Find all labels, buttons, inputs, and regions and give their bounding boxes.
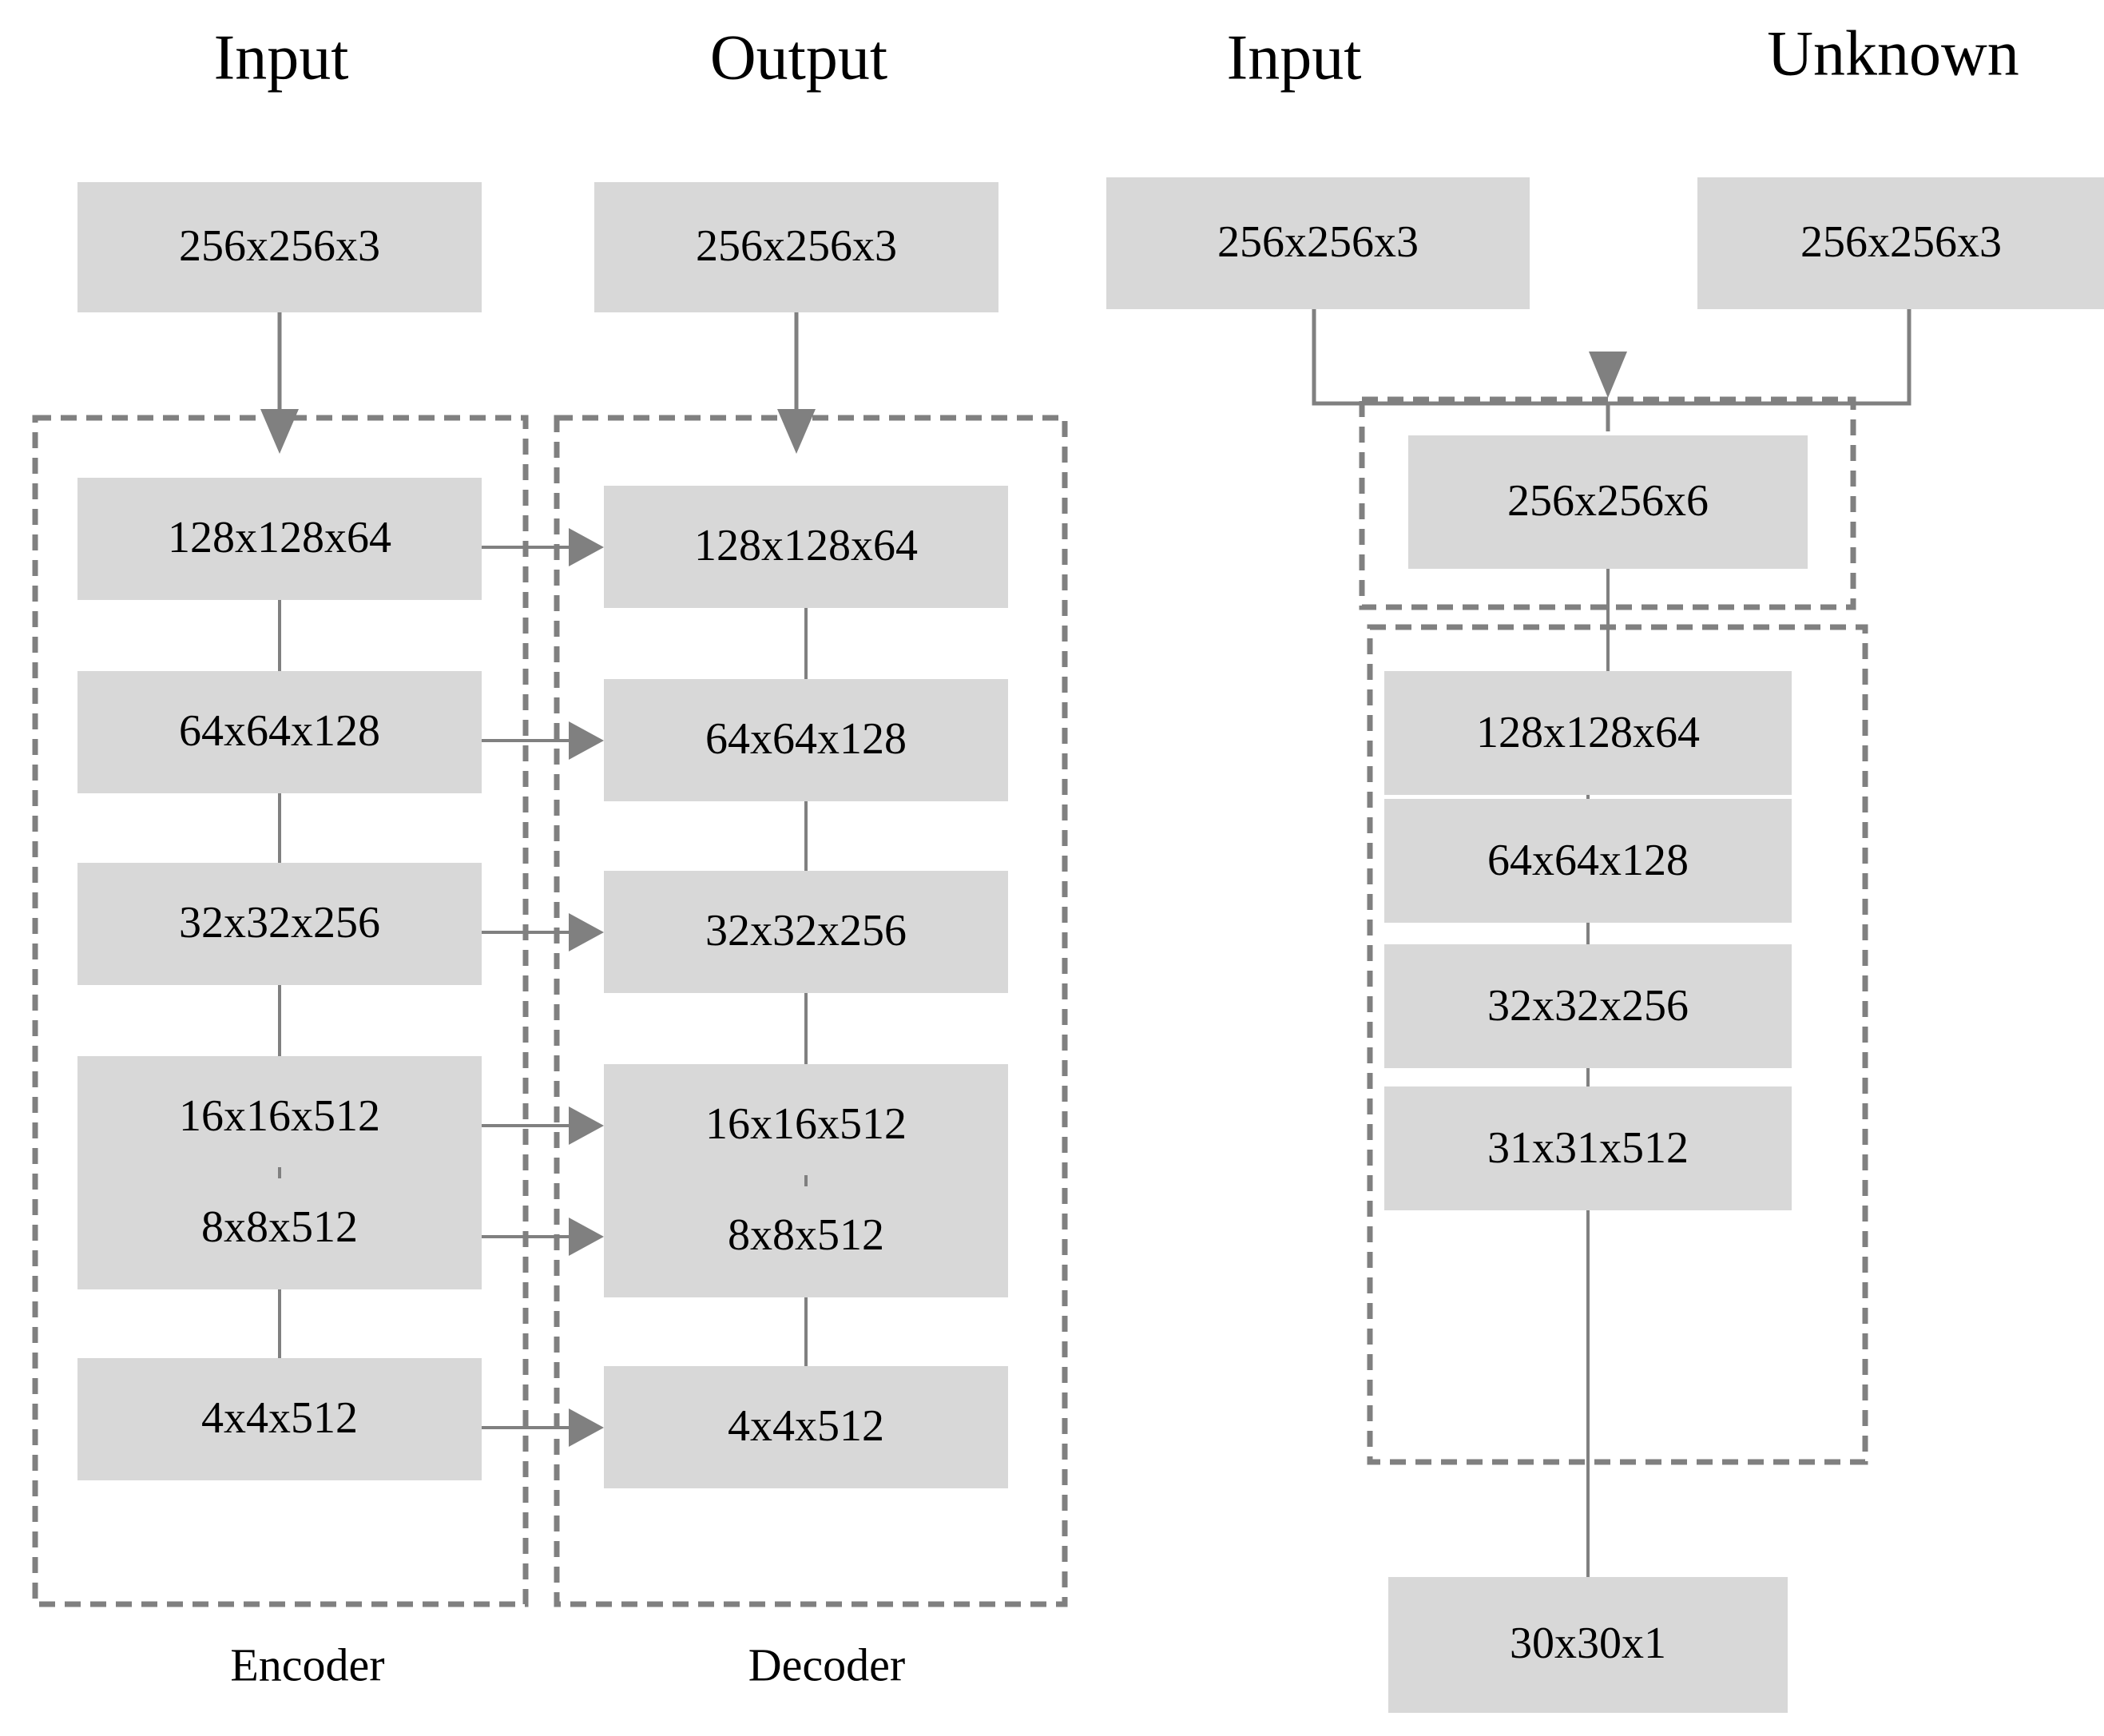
- decoder-column-title: Output: [710, 22, 887, 93]
- generator-input-box: 256x256x3: [77, 182, 482, 312]
- encoder-layer-3: 16x16x512: [77, 1056, 482, 1178]
- generator-output-box-label: 256x256x3: [696, 221, 897, 271]
- discriminator-unknown-title: Unknown: [1767, 18, 2019, 89]
- discriminator-layer-3-label: 31x31x512: [1487, 1123, 1689, 1173]
- encoder-layer-4: 8x8x512: [77, 1167, 482, 1289]
- generator-input-box-label: 256x256x3: [179, 221, 380, 271]
- decoder-layer-0: 128x128x64: [604, 486, 1008, 608]
- decoder-layer-3-label: 16x16x512: [705, 1099, 907, 1149]
- decoder-layer-1-label: 64x64x128: [705, 714, 907, 764]
- generator-output-box: 256x256x3: [594, 182, 998, 312]
- decoder-caption: Decoder: [748, 1639, 905, 1690]
- discriminator-layer-0: 128x128x64: [1384, 671, 1792, 795]
- discriminator-layer-1: 64x64x128: [1384, 799, 1792, 923]
- skip-connection-4: [482, 1218, 604, 1256]
- skip-connection-3: [482, 1106, 604, 1145]
- encoder-caption: Encoder: [230, 1639, 384, 1690]
- skip-connection-5: [482, 1408, 604, 1447]
- encoder-layer-5: 4x4x512: [77, 1358, 482, 1480]
- generator-output-arrow-head: [777, 409, 816, 454]
- skip-connection-1: [482, 721, 604, 760]
- discriminator-layer-2-label: 32x32x256: [1487, 981, 1689, 1031]
- discriminator-unknown-box: 256x256x3: [1697, 177, 2104, 309]
- decoder-layer-2-label: 32x32x256: [705, 906, 907, 955]
- discriminator-merge-arrow-head: [1589, 352, 1627, 398]
- discriminator-input-box: 256x256x3: [1106, 177, 1530, 309]
- generator-input-arrow-head: [260, 409, 299, 454]
- concat-group-frame: [1359, 396, 1856, 610]
- discriminator-concat-box-label: 256x256x6: [1507, 476, 1709, 526]
- discriminator-input-box-label: 256x256x3: [1217, 217, 1419, 267]
- decoder-layer-3: 16x16x512: [604, 1064, 1008, 1186]
- discriminator-output-box: 30x30x1: [1388, 1577, 1788, 1713]
- encoder-layer-0-label: 128x128x64: [168, 513, 391, 562]
- skip-connection-2: [482, 913, 604, 951]
- decoder-layer-2: 32x32x256: [604, 871, 1008, 993]
- encoder-layer-1: 64x64x128: [77, 671, 482, 793]
- encoder-layer-2: 32x32x256: [77, 863, 482, 985]
- discriminator-layer-0-label: 128x128x64: [1476, 708, 1700, 757]
- encoder-layer-2-label: 32x32x256: [179, 898, 380, 947]
- encoder-layer-3-label: 16x16x512: [179, 1091, 380, 1141]
- discriminator-unknown-box-label: 256x256x3: [1800, 217, 2002, 267]
- discriminator-layer-1-label: 64x64x128: [1487, 836, 1689, 885]
- encoder-layer-5-label: 4x4x512: [201, 1393, 358, 1443]
- discriminator-input-title: Input: [1227, 22, 1362, 93]
- decoder-layer-5-label: 4x4x512: [728, 1401, 884, 1451]
- discriminator-layer-3: 31x31x512: [1384, 1086, 1792, 1210]
- decoder-layer-4: 8x8x512: [604, 1175, 1008, 1297]
- decoder-group-frame: [554, 415, 1068, 1607]
- encoder-layer-0: 128x128x64: [77, 478, 482, 600]
- decoder-layer-5: 4x4x512: [604, 1366, 1008, 1488]
- skip-connection-0: [482, 528, 604, 566]
- encoder-layer-1-label: 64x64x128: [179, 706, 380, 756]
- decoder-layer-1: 64x64x128: [604, 679, 1008, 801]
- encoder-column-title: Input: [214, 22, 349, 93]
- discriminator-layer-2: 32x32x256: [1384, 944, 1792, 1068]
- discriminator-output-box-label: 30x30x1: [1510, 1619, 1666, 1668]
- discriminator-concat-box: 256x256x6: [1408, 435, 1808, 569]
- encoder-layer-4-label: 8x8x512: [201, 1202, 358, 1252]
- decoder-layer-0-label: 128x128x64: [694, 521, 918, 570]
- discriminator-merge-connector: [1312, 309, 1911, 406]
- decoder-layer-4-label: 8x8x512: [728, 1210, 884, 1260]
